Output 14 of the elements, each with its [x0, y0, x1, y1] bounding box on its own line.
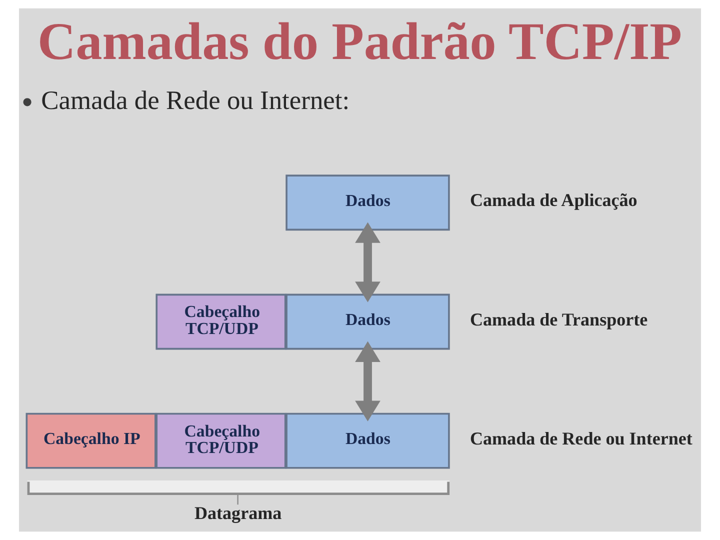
diagram-title: Camadas do Padrão TCP/IP: [38, 13, 682, 72]
label: Camada de Transporte: [470, 309, 648, 330]
label: Datagrama: [194, 503, 282, 524]
arrow: [355, 341, 380, 422]
label: Camada de Aplicação: [470, 190, 638, 210]
arrow: [355, 222, 380, 302]
label: Camada de Rede ou Internet:: [41, 84, 350, 115]
node-box: Dados: [286, 294, 450, 350]
node-box: Cabeçalho TCP/UDP: [156, 294, 286, 350]
label: Camada de Rede ou Internet: [470, 428, 692, 448]
node-box: Cabeçalho TCP/UDP: [156, 412, 286, 469]
node-box: Dados: [286, 174, 450, 231]
node-box: Dados: [286, 412, 450, 469]
node-box: Cabeçalho IP: [26, 412, 156, 469]
